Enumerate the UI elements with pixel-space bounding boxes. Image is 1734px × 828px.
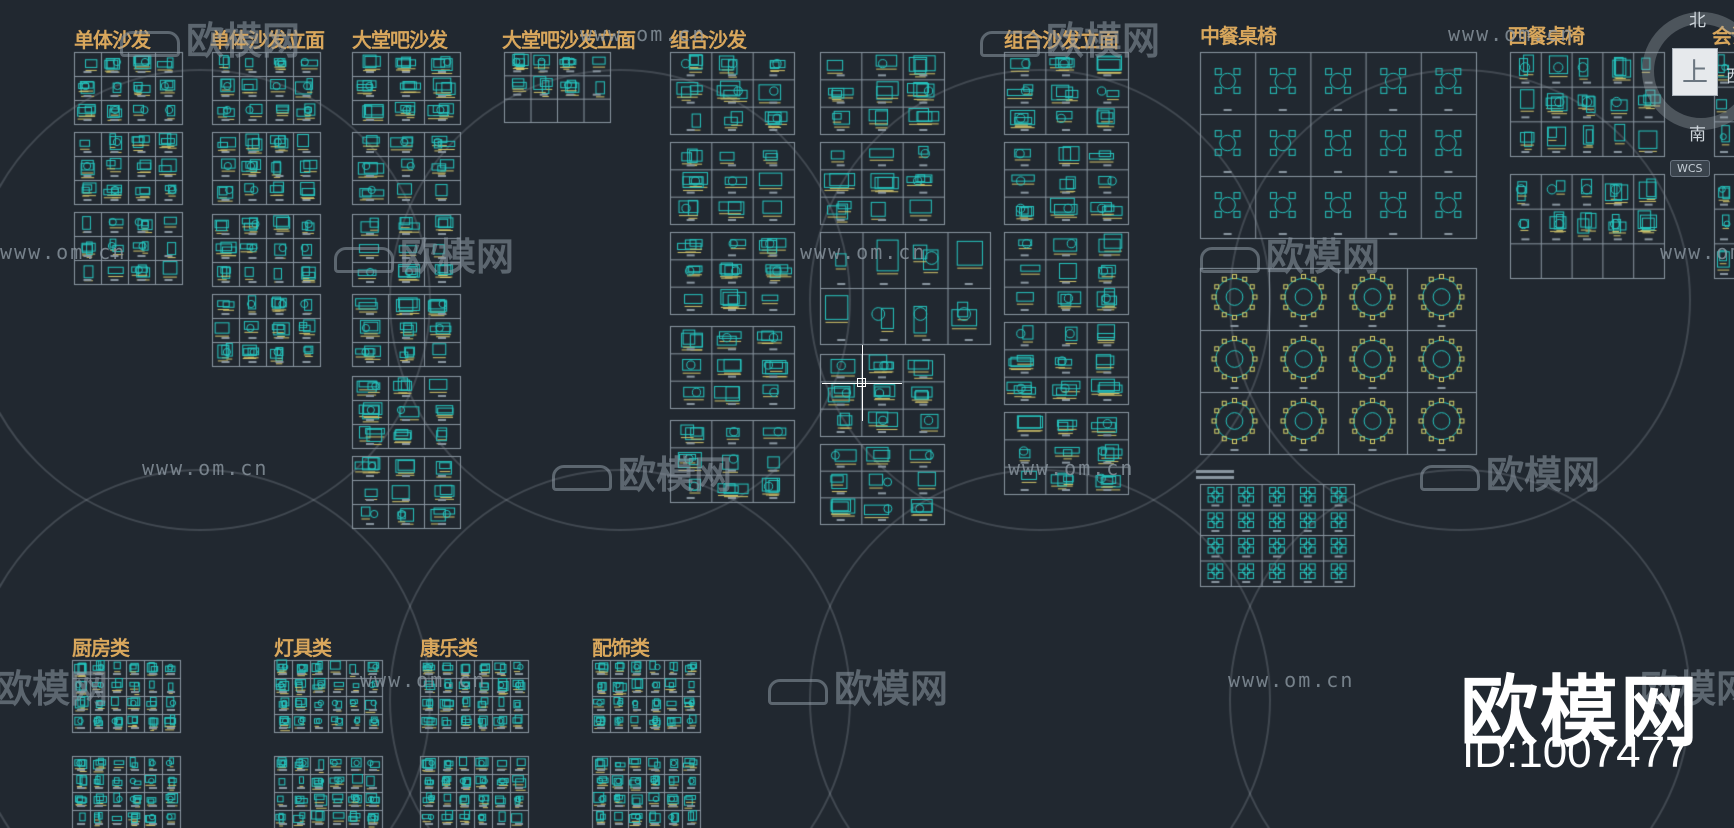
title-chinese-dining: 中餐桌椅 xyxy=(1200,24,1277,48)
sofa-logo-icon xyxy=(1200,246,1260,273)
viewcube[interactable]: 北 上 西 南 WCS xyxy=(1640,2,1734,192)
crosshair-pickbox xyxy=(857,378,866,387)
watermark-logo: 欧模网 xyxy=(980,10,1160,65)
brand-watermark: 欧模网 xyxy=(1460,668,1701,758)
asset-id-label: ID:1007477 xyxy=(1462,728,1690,777)
watermark-logo: 欧模网 xyxy=(552,444,732,499)
watermark-logo: 欧模网 xyxy=(334,226,514,281)
title-decor: 配饰类 xyxy=(592,636,650,660)
watermark-url: www.om.cn xyxy=(1228,668,1355,692)
sofa-logo-icon xyxy=(768,678,828,705)
watermark-logo: 欧模网 xyxy=(1200,226,1380,281)
watermark-url: www.om.cn xyxy=(360,668,487,692)
sofa-logo-icon xyxy=(334,246,394,273)
title-lobby-bar-sofa: 大堂吧沙发 xyxy=(352,28,448,52)
viewcube-top-face[interactable]: 上 xyxy=(1672,48,1718,96)
watermark-url: www.om.cn xyxy=(1448,22,1575,46)
watermark-url: www.om.cn xyxy=(580,22,707,46)
title-kitchen: 厨房类 xyxy=(72,636,130,660)
viewcube-north[interactable]: 北 xyxy=(1689,11,1706,31)
viewcube-west[interactable]: 西 xyxy=(1726,62,1734,87)
viewcube-south[interactable]: 南 xyxy=(1689,125,1706,145)
watermark-logo: 欧模网 xyxy=(768,658,948,713)
title-lobby-bar-sofa-elevation: 大堂吧沙发立面 xyxy=(502,28,636,52)
watermark-logo: 欧模网 xyxy=(0,667,109,711)
watermark-url: www.om.cn xyxy=(142,456,269,480)
crosshair-vertical xyxy=(862,345,863,421)
watermark-url: www.om.cn xyxy=(1008,456,1135,480)
watermark-logo: 欧模网 xyxy=(120,10,300,65)
title-combo-sofa: 组合沙发 xyxy=(670,28,747,52)
title-entertainment: 康乐类 xyxy=(420,636,478,660)
title-western-dining: 西餐桌椅 xyxy=(1508,24,1585,48)
watermark-url: www.om.cn xyxy=(800,240,927,264)
sofa-logo-icon xyxy=(980,30,1040,57)
sofa-logo-icon xyxy=(1420,464,1480,491)
watermark-url: www.om.cn xyxy=(0,240,127,264)
title-single-sofa-elevation: 单体沙发立面 xyxy=(210,28,325,52)
wcs-menu[interactable]: WCS xyxy=(1670,160,1710,177)
title-lighting: 灯具类 xyxy=(274,636,332,660)
sofa-logo-icon xyxy=(552,464,612,491)
watermark-logo: 欧模网 xyxy=(1640,667,1734,711)
watermark-logo: 欧模网 xyxy=(1420,444,1600,499)
sofa-logo-icon xyxy=(120,30,180,57)
watermark-url: www.om.cn xyxy=(1660,240,1734,264)
